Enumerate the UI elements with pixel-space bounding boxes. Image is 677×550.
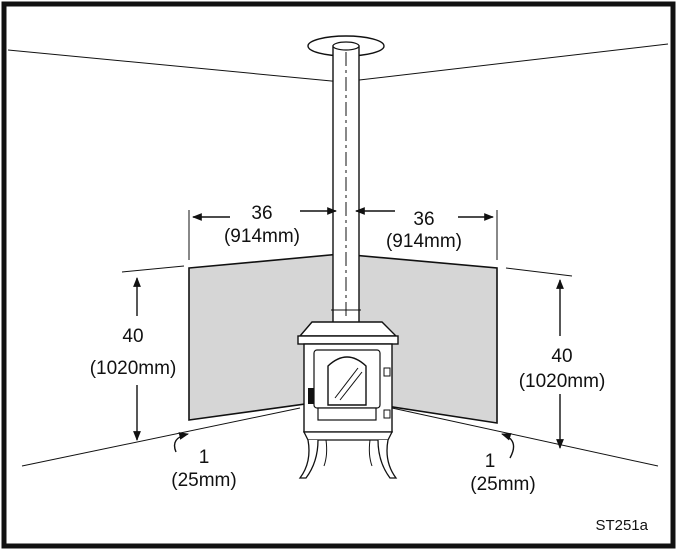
right-gap-metric: (25mm) bbox=[470, 474, 535, 495]
right-height-dimension-metric: (1020mm) bbox=[519, 371, 606, 392]
right-gap-value: 1 bbox=[485, 451, 496, 472]
left-gap-metric: (25mm) bbox=[171, 470, 236, 491]
right-height-dimension-value: 40 bbox=[551, 346, 572, 367]
top-right-dimension-metric: (914mm) bbox=[386, 231, 462, 252]
top-right-dimension-value: 36 bbox=[413, 209, 434, 230]
left-height-dimension-value: 40 bbox=[122, 326, 143, 347]
right-gap-arrow bbox=[501, 433, 515, 459]
left-height-dimension-metric: (1020mm) bbox=[90, 358, 177, 379]
wood-stove bbox=[297, 321, 399, 479]
top-dimension-lines bbox=[188, 207, 498, 260]
right-height-dimension-lines bbox=[505, 267, 573, 449]
top-left-dimension-metric: (914mm) bbox=[224, 226, 300, 247]
left-gap-arrow bbox=[173, 432, 189, 453]
top-left-dimension-value: 36 bbox=[251, 203, 272, 224]
left-height-dimension-lines bbox=[121, 265, 185, 441]
figure-id: ST251a bbox=[595, 517, 648, 534]
left-gap-value: 1 bbox=[199, 447, 210, 468]
